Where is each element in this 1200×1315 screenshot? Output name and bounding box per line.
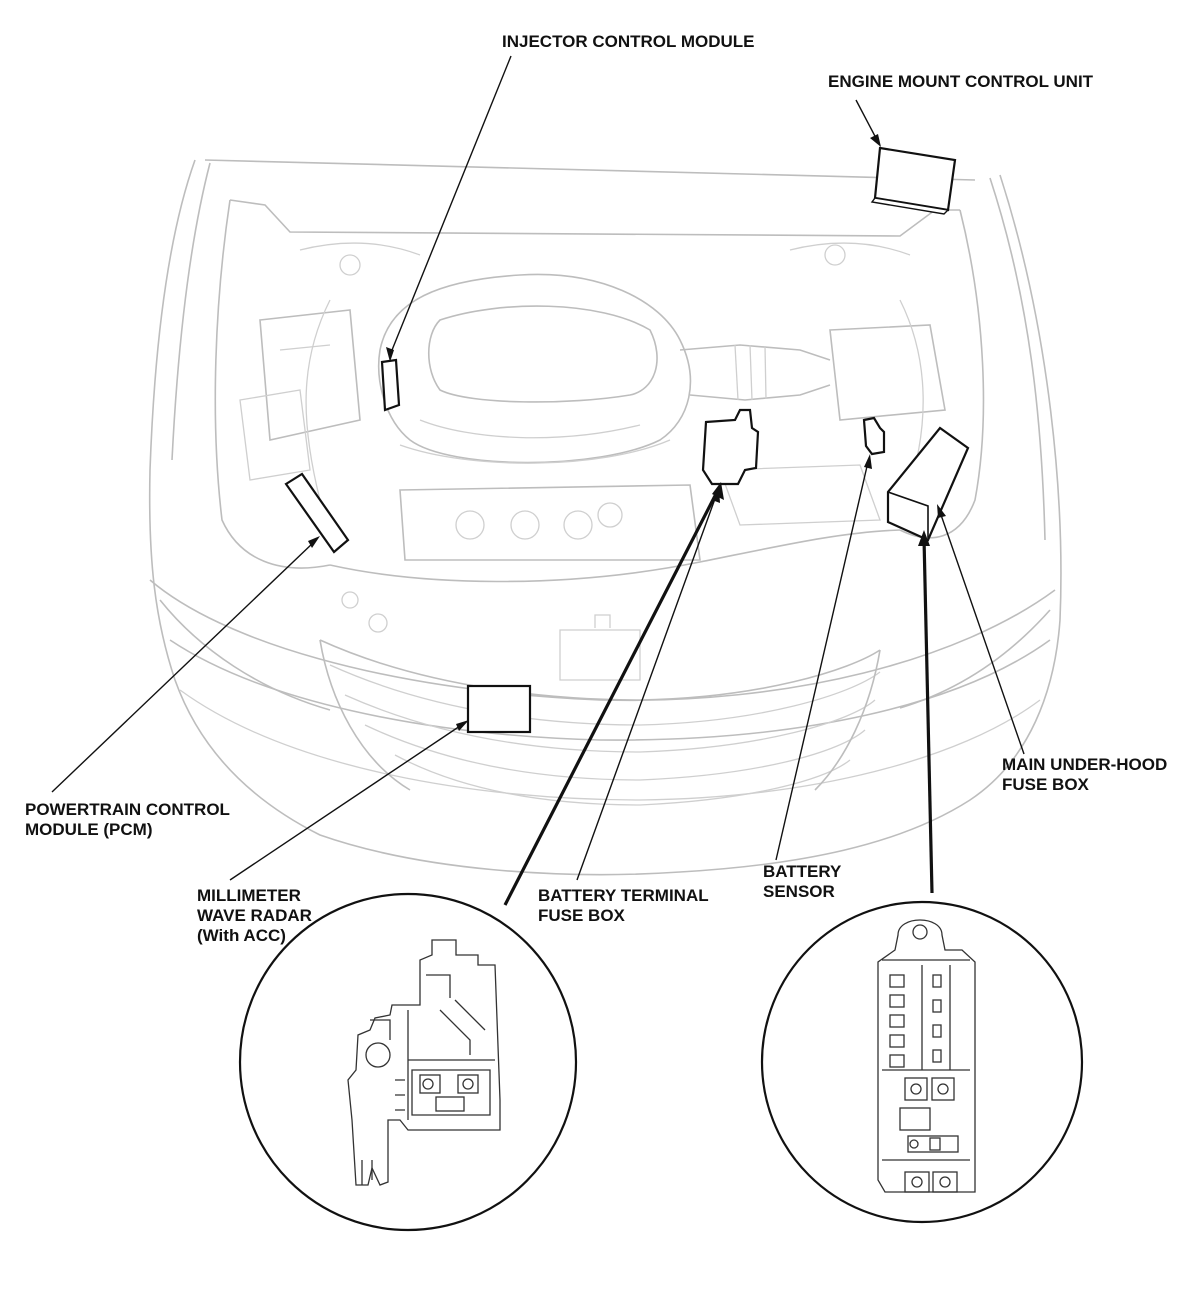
millimeter-wave-radar-shape (466, 684, 532, 734)
pcm-shape (284, 472, 350, 554)
detail-circle-battery-terminal-fuse-box (238, 892, 578, 1232)
injector-control-module-shape (380, 358, 401, 412)
battery-terminal-fuse-box-shape (701, 408, 760, 486)
label-powertrain-control-module: POWERTRAIN CONTROL MODULE (PCM) (25, 800, 230, 839)
label-injector-control-module: INJECTOR CONTROL MODULE (502, 32, 755, 51)
vehicle-body-outline (148, 159, 1062, 876)
battery-sensor-shape (862, 416, 886, 456)
label-main-under-hood-fuse-box: MAIN UNDER-HOOD FUSE BOX (1002, 755, 1168, 794)
engine-bay-outline (239, 242, 946, 561)
label-battery-terminal-fuse-box: BATTERY TERMINAL FUSE BOX (538, 886, 709, 925)
label-battery-sensor: BATTERY SENSOR (763, 862, 842, 901)
label-engine-mount-control-unit: ENGINE MOUNT CONTROL UNIT (828, 72, 1094, 91)
label-millimeter-wave-radar: MILLIMETER WAVE RADAR (With ACC) (197, 886, 312, 945)
callout-leaders (51, 55, 1025, 906)
components (284, 146, 970, 734)
detail-circle-main-under-hood-fuse-box (760, 900, 1084, 1224)
